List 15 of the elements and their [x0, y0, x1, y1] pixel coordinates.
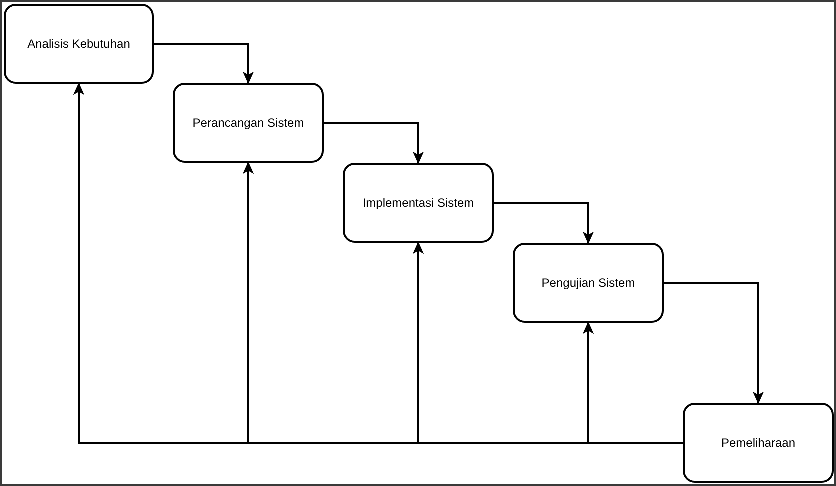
arrow — [494, 202, 594, 244]
arrow — [324, 122, 424, 164]
process-box — [4, 4, 154, 84]
arrow — [664, 282, 764, 404]
step-label: Pemeliharaan — [721, 436, 796, 450]
process-box — [683, 403, 834, 483]
step-label: Implementasi Sistem — [362, 196, 474, 210]
step-label: Perancangan Sistem — [192, 116, 304, 130]
process-box — [173, 83, 324, 163]
process-box — [513, 243, 664, 323]
step-label: Analisis Kebutuhan — [28, 36, 130, 52]
arrow — [154, 43, 254, 84]
arrow — [584, 322, 683, 444]
step-label: Pengujian Sistem — [542, 276, 636, 290]
process-box — [343, 163, 494, 243]
